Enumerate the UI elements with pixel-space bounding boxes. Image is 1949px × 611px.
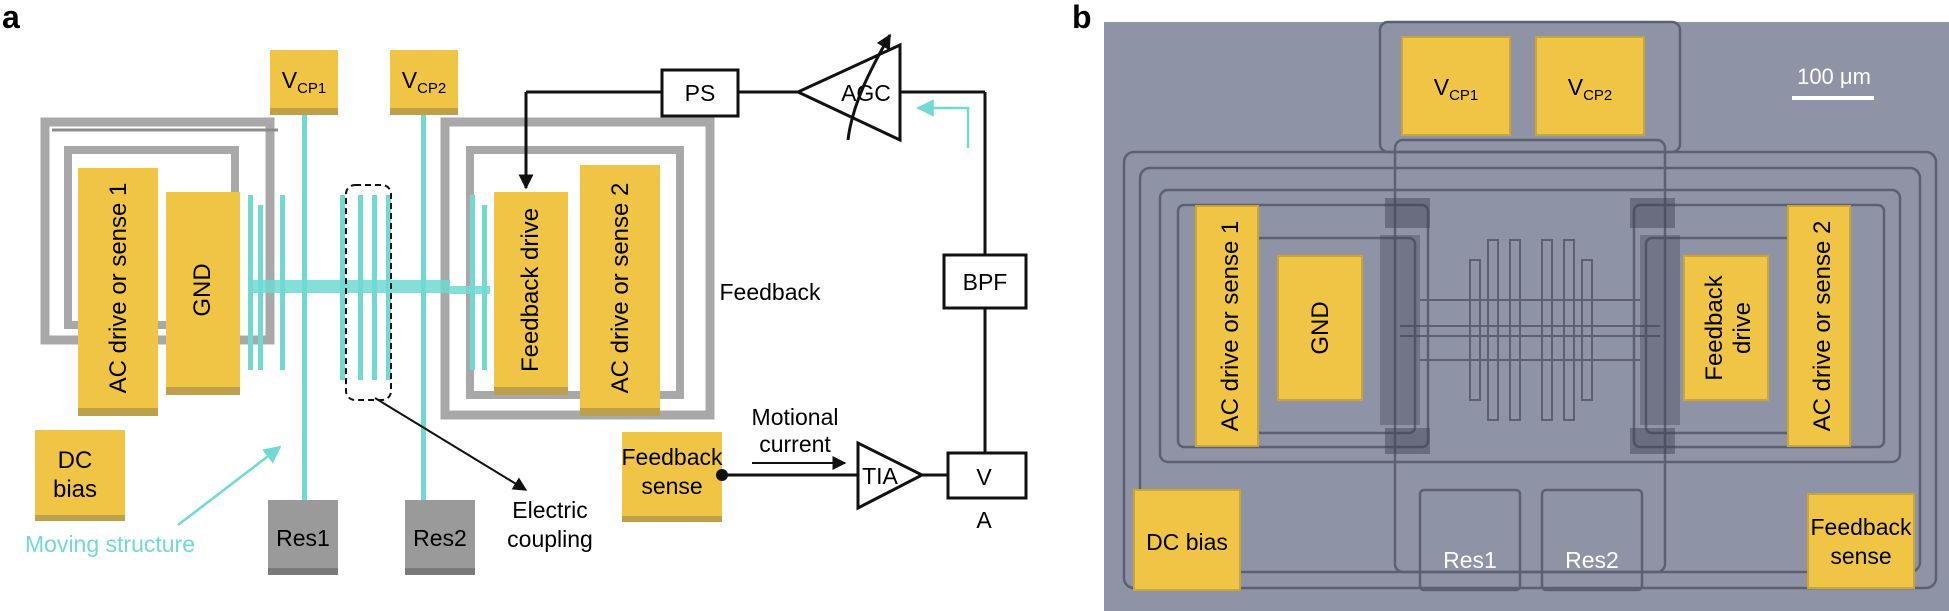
voltmeter: V A bbox=[946, 451, 1028, 533]
gnd-b-label: GND bbox=[1307, 301, 1334, 354]
res2-b-label: Res2 bbox=[1565, 547, 1619, 573]
feedback-sense-pad-b: Feedback sense bbox=[1807, 493, 1915, 589]
tia-label: TIA bbox=[862, 463, 898, 489]
chip-outline-traces bbox=[1122, 20, 1938, 592]
feedback-drive-b-line1: Feedback bbox=[1701, 274, 1728, 380]
vcp2-a-sub: CP2 bbox=[417, 80, 446, 97]
moving-structure-arrow bbox=[177, 445, 282, 526]
vcp1-pad-b: VCP1 bbox=[1401, 36, 1511, 136]
sense-node-dot bbox=[716, 469, 728, 481]
vcp1-a-sub: CP1 bbox=[297, 80, 326, 97]
ac-drive-1-a-label: AC drive or sense 1 bbox=[105, 183, 132, 394]
panel-b: b bbox=[1072, 0, 1949, 611]
feedback-sense-a-line2: sense bbox=[641, 473, 702, 499]
voltmeter-a-label: A bbox=[976, 507, 992, 533]
feedback-sense-a-line1: Feedback bbox=[621, 444, 723, 470]
panel-a: a bbox=[2, 0, 1028, 575]
ac-drive-1-pad-a: AC drive or sense 1 bbox=[78, 168, 158, 416]
electric-coupling-box bbox=[345, 184, 392, 401]
ac-drive-2-pad-a: AC drive or sense 2 bbox=[580, 165, 660, 416]
res1-b-label: Res1 bbox=[1443, 547, 1497, 573]
moving-structure-label: Moving structure bbox=[25, 531, 195, 557]
feedback-circuit bbox=[518, 90, 987, 477]
dc-bias-a-line2: bias bbox=[53, 476, 97, 503]
moving-structure bbox=[248, 110, 490, 505]
tia-amplifier: TIA bbox=[856, 440, 926, 511]
ac-drive-2-b-label: AC drive or sense 2 bbox=[1809, 221, 1836, 432]
vcp2-pad-a: VCP2 bbox=[390, 50, 458, 115]
dc-bias-pad-b: DC bias bbox=[1133, 489, 1241, 591]
res1-a-label: Res1 bbox=[276, 525, 330, 551]
res2-pad-a: Res2 bbox=[405, 500, 475, 575]
panel-a-label: a bbox=[2, 0, 20, 35]
ac-drive-2-a-label: AC drive or sense 2 bbox=[607, 183, 634, 394]
vcp1-b-sub: CP1 bbox=[1449, 87, 1478, 104]
scale-bar-label: 100 μm bbox=[1797, 64, 1871, 89]
electric-coupling-line1: Electric bbox=[512, 497, 587, 523]
electric-coupling-line2: coupling bbox=[507, 526, 593, 552]
feedback-drive-a-label: Feedback drive bbox=[517, 208, 544, 372]
svg-text:VCP2: VCP2 bbox=[1568, 74, 1613, 104]
vcp2-a-main: V bbox=[402, 67, 418, 93]
svg-text:VCP1: VCP1 bbox=[282, 67, 327, 97]
electric-coupling-arrow bbox=[374, 397, 528, 491]
res2-a-label: Res2 bbox=[413, 525, 467, 551]
chip-perforations bbox=[1380, 198, 1680, 454]
feedback-sense-b-line2: sense bbox=[1830, 543, 1891, 569]
feedback-sense-b-line1: Feedback bbox=[1810, 514, 1912, 540]
panel-b-label: b bbox=[1072, 0, 1092, 35]
feedback-drive-pad-b: Feedback drive bbox=[1683, 255, 1769, 401]
ac-drive-2-pad-b: AC drive or sense 2 bbox=[1787, 205, 1851, 447]
dc-bias-b-label: DC bias bbox=[1146, 529, 1228, 555]
feedback-label: Feedback bbox=[719, 279, 821, 305]
vcp2-b-main: V bbox=[1568, 74, 1584, 100]
agc-variable-arrow bbox=[846, 33, 892, 141]
ac-drive-1-pad-b: AC drive or sense 1 bbox=[1195, 205, 1259, 447]
vcp1-b-main: V bbox=[1434, 74, 1450, 100]
gnd-a-label: GND bbox=[189, 263, 216, 316]
gnd-pad-b: GND bbox=[1277, 255, 1363, 401]
bpf-label: BPF bbox=[963, 269, 1008, 295]
chip-comb-structure bbox=[1400, 239, 1660, 421]
vcp2-b-sub: CP2 bbox=[1583, 87, 1612, 104]
motional-current-line2: current bbox=[759, 431, 831, 457]
agc-amplifier: AGC bbox=[794, 33, 902, 143]
ps-label: PS bbox=[685, 80, 716, 106]
vcp1-a-main: V bbox=[282, 67, 298, 93]
scale-bar bbox=[1792, 96, 1874, 100]
feedback-drive-pad-a: Feedback drive bbox=[494, 192, 568, 395]
feedback-drive-b-line2: drive bbox=[1729, 302, 1756, 354]
ps-box: PS bbox=[660, 68, 740, 118]
signal-direction-arrow bbox=[916, 99, 970, 148]
svg-text:VCP2: VCP2 bbox=[402, 67, 447, 97]
svg-text:VCP1: VCP1 bbox=[1434, 74, 1479, 104]
vcp1-pad-a: VCP1 bbox=[270, 50, 338, 115]
feedback-sense-pad-a: Feedback sense bbox=[621, 432, 723, 522]
gnd-pad-a: GND bbox=[166, 192, 240, 395]
res2-pad-b: Res2 bbox=[1565, 547, 1619, 573]
vcp2-pad-b: VCP2 bbox=[1535, 36, 1645, 136]
bpf-box: BPF bbox=[942, 253, 1028, 310]
voltmeter-v-label: V bbox=[976, 464, 992, 490]
dc-bias-a-line1: DC bbox=[58, 447, 93, 474]
ac-drive-1-b-label: AC drive or sense 1 bbox=[1217, 221, 1244, 432]
res1-pad-b: Res1 bbox=[1443, 547, 1497, 573]
motional-current-line1: Motional bbox=[752, 404, 839, 430]
dc-bias-pad-a: DC bias bbox=[35, 430, 125, 521]
res1-pad-a: Res1 bbox=[268, 500, 338, 575]
